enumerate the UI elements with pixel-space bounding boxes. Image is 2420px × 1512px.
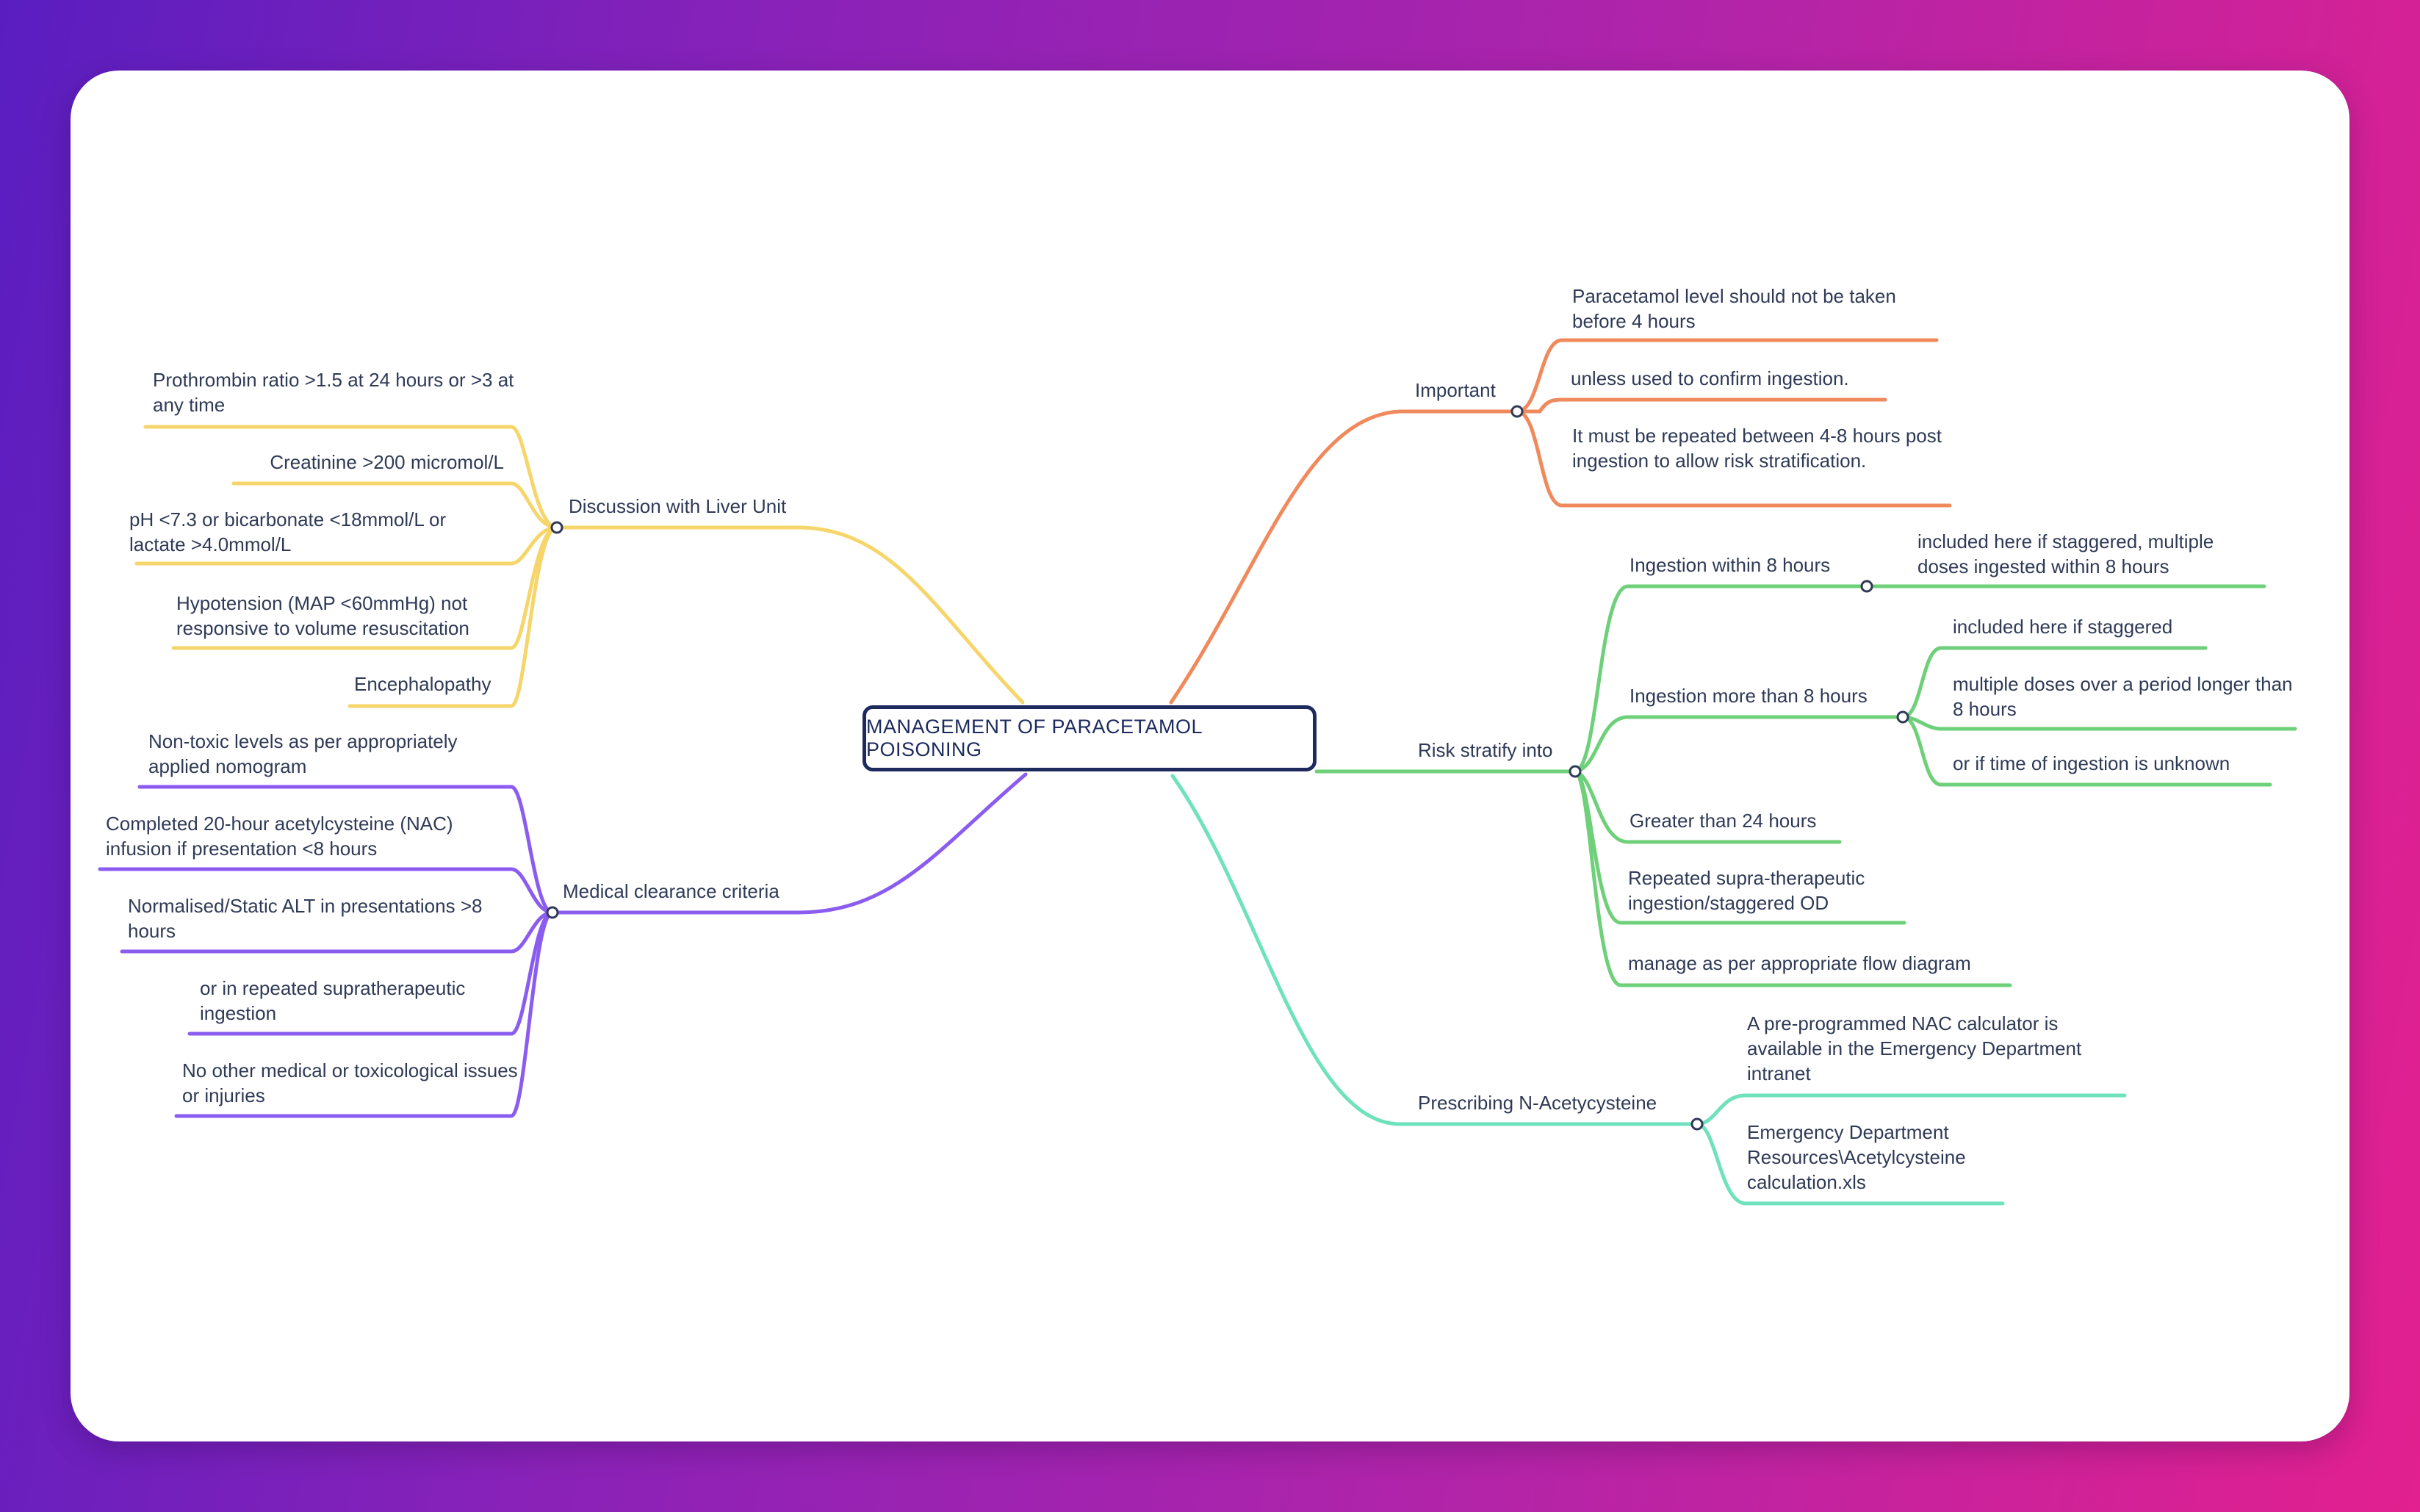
clearance-item[interactable]: or in repeated supratherapeutic ingestio… [200,977,466,1024]
important-junction[interactable] [1510,405,1524,418]
clearance-item[interactable]: Non-toxic levels as per appropriately ap… [148,730,458,777]
clearance-branch-lines [98,772,1028,1118]
clearance-item[interactable]: Normalised/Static ALT in presentations >… [128,895,483,942]
risk-more8-item[interactable]: included here if staggered [1953,616,2173,638]
prescribing-branch-lines [1170,774,2127,1206]
clearance-node[interactable]: Medical clearance criteria [563,880,779,902]
liver-branch-lines [134,425,1025,708]
within8-junction[interactable] [1860,580,1873,593]
risk-more8-node[interactable]: Ingestion more than 8 hours [1629,685,1868,707]
mindmap-canvas: MANAGEMENT OF PARACETAMOL POISONING Impo… [71,71,2349,1441]
risk-within8-node[interactable]: Ingestion within 8 hours [1629,554,1831,576]
liver-item[interactable]: pH <7.3 or bicarbonate <18mmol/L or lact… [129,508,447,555]
risk-repeated-node[interactable]: Repeated supra-therapeutic ingestion/sta… [1628,867,1865,914]
prescribing-node[interactable]: Prescribing N-Acetycysteine [1418,1092,1657,1114]
risk-manage-node[interactable]: manage as per appropriate flow diagram [1628,952,1971,974]
mindmap-connectors [98,338,2297,1206]
risk-branch-lines [1314,584,2297,987]
risk-more8-item[interactable]: multiple doses over a period longer than… [1953,673,2293,720]
important-item[interactable]: unless used to confirm ingestion. [1571,367,1849,389]
clearance-junction[interactable] [546,906,559,919]
risk-within8-note[interactable]: included here if staggered, multiple dos… [1917,530,2214,577]
more8-junction[interactable] [1896,710,1909,724]
important-item[interactable]: Paracetamol level should not be taken be… [1572,285,1896,332]
important-item[interactable]: It must be repeated between 4-8 hours po… [1572,425,1942,472]
clearance-item[interactable]: Completed 20-hour acetylcysteine (NAC) i… [106,813,453,860]
risk-more8-item[interactable]: or if time of ingestion is unknown [1953,752,2230,774]
clearance-item[interactable]: No other medical or toxicological issues… [182,1059,518,1106]
liver-item[interactable]: Creatinine >200 micromol/L [270,451,504,473]
important-node[interactable]: Important [1415,379,1496,401]
prescribing-item[interactable]: A pre-programmed NAC calculator is avail… [1747,1012,2082,1084]
root-label: MANAGEMENT OF PARACETAMOL POISONING [866,716,1203,760]
risk-junction[interactable] [1569,765,1582,778]
prescribing-item[interactable]: Emergency Department Resources\Acetylcys… [1747,1121,1966,1193]
liver-item[interactable]: Encephalopathy [354,673,491,695]
important-branch-lines [1169,338,1952,705]
liver-item[interactable]: Prothrombin ratio >1.5 at 24 hours or >3… [153,369,514,416]
risk-gt24-node[interactable]: Greater than 24 hours [1629,810,1817,832]
liver-junction[interactable] [550,521,563,534]
liver-node[interactable]: Discussion with Liver Unit [569,495,787,517]
liver-item[interactable]: Hypotension (MAP <60mmHg) not responsive… [176,592,469,639]
root-node[interactable]: MANAGEMENT OF PARACETAMOL POISONING [863,705,1317,771]
risk-node[interactable]: Risk stratify into [1418,739,1553,761]
prescribing-junction[interactable] [1690,1117,1704,1131]
